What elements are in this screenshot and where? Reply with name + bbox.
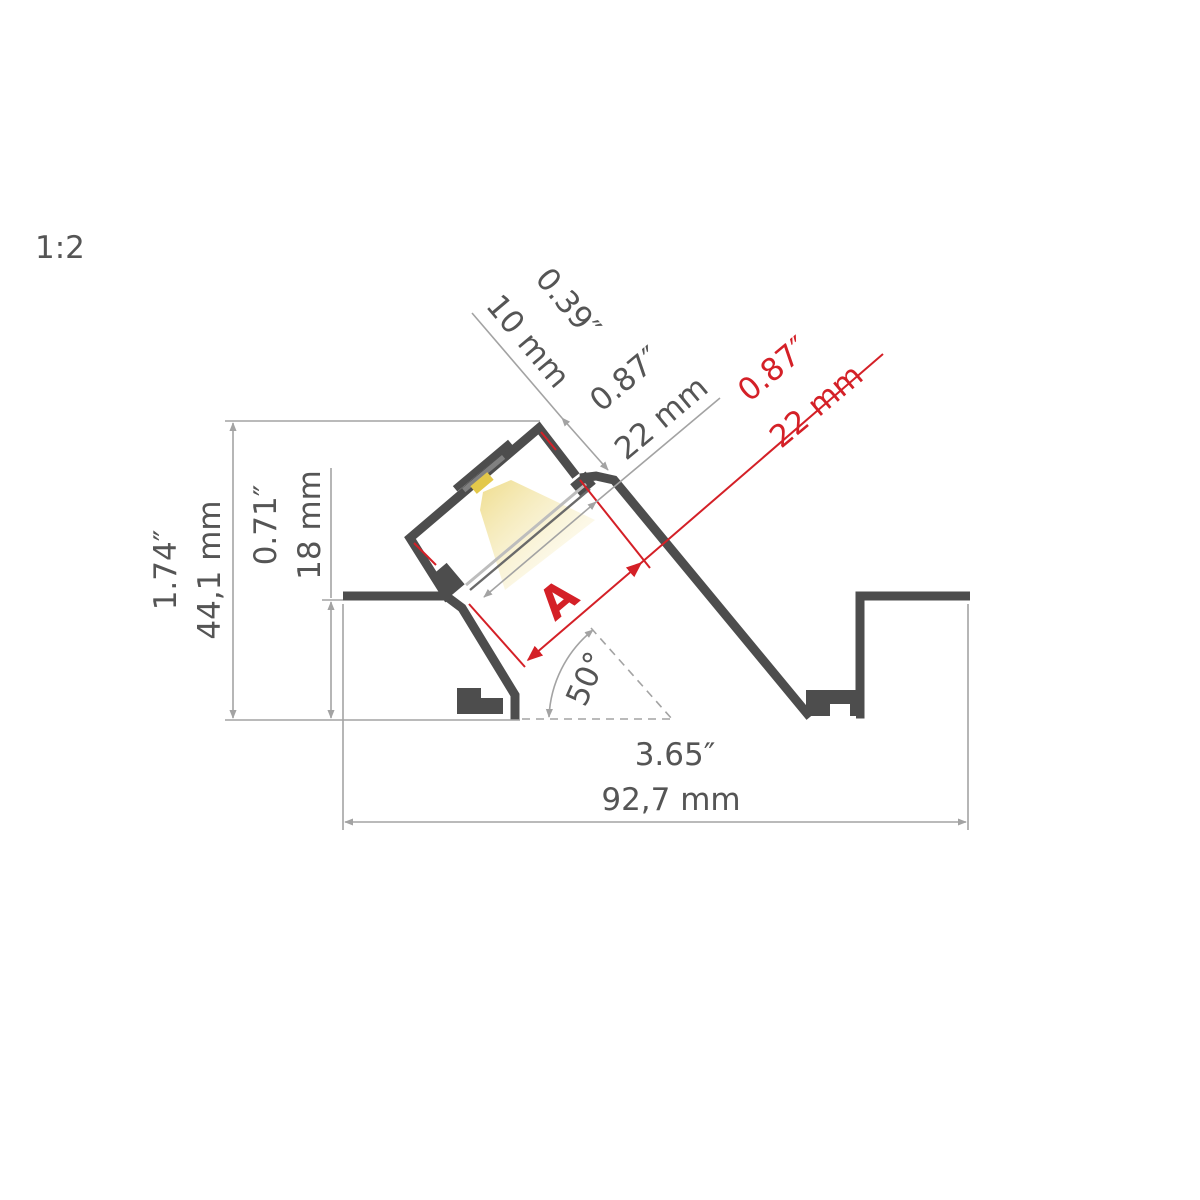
angle-side-line xyxy=(590,627,673,720)
diffuser-dimension-line xyxy=(483,501,597,598)
total-height-inch: 1.74″ xyxy=(148,530,184,611)
channel-height-inch: 0.71″ xyxy=(248,485,284,566)
opening-dimension-line xyxy=(561,417,609,471)
opening-extension-line xyxy=(471,312,563,419)
scale-label: 1:2 xyxy=(35,230,85,266)
angle-label: 50° xyxy=(559,647,614,712)
marker-a: A xyxy=(529,569,588,630)
angle-arc xyxy=(545,629,594,718)
total-width-mm: 92,7 mm xyxy=(601,782,740,818)
diffuser-extension-line xyxy=(595,397,721,503)
total-height-mm: 44,1 mm xyxy=(192,500,228,639)
channel-height-mm: 18 mm xyxy=(292,470,328,580)
a-extension-line xyxy=(640,353,884,564)
light-beam xyxy=(480,480,595,590)
aluminium-profile xyxy=(343,421,970,720)
opening-marks xyxy=(413,431,651,668)
total-width-inch: 3.65″ xyxy=(635,737,716,773)
